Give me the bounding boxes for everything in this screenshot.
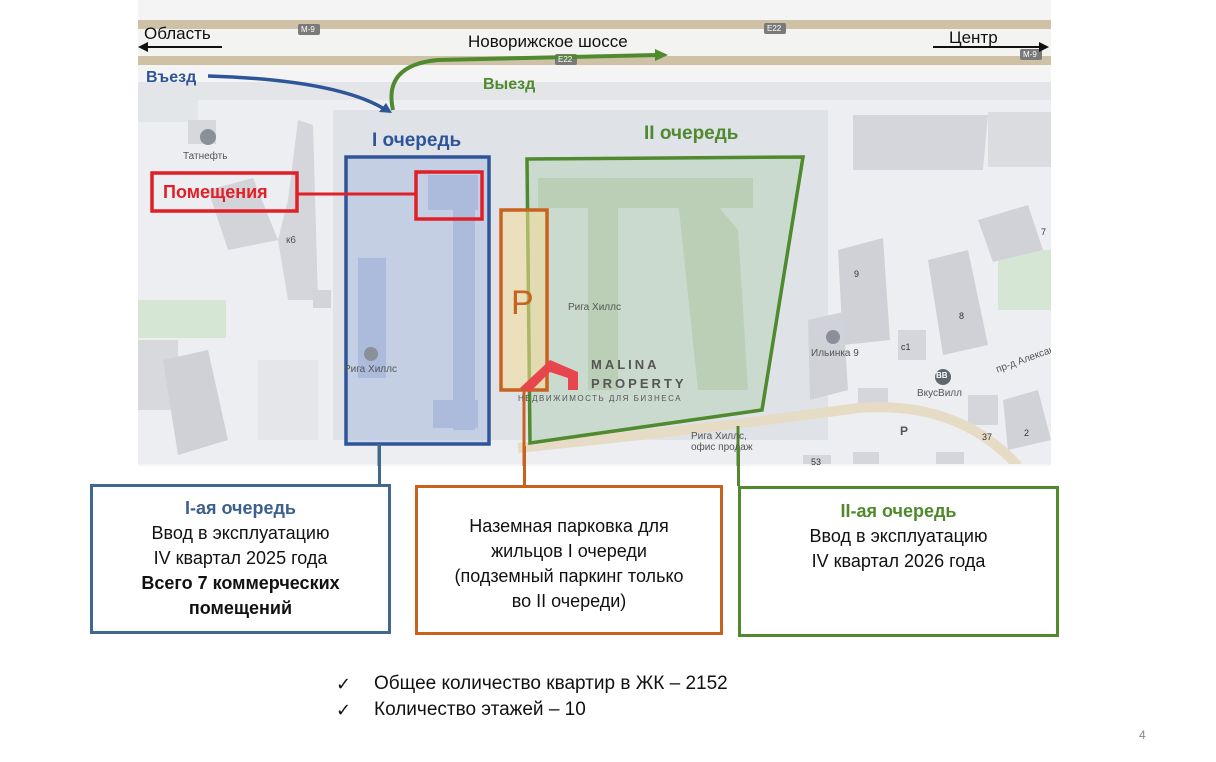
watermark-line2: PROPERTY: [591, 376, 687, 391]
watermark-line3: НЕДВИЖИМОСТЬ ДЛЯ БИЗНЕСА: [518, 394, 683, 403]
check-icon: ✓: [336, 700, 352, 720]
parking-line2: жильцов I очереди: [491, 541, 647, 561]
building-37: 37: [982, 432, 993, 442]
parking-line3: (подземный паркинг только: [454, 566, 684, 586]
connector-parking: [523, 446, 526, 485]
connector-queue1: [378, 446, 381, 484]
building-7: 7: [1041, 227, 1047, 237]
parking-sign-icon: P: [900, 424, 909, 438]
queue2-label: II очередь: [644, 123, 739, 144]
queue1-line1: Ввод в эксплуатацию: [151, 523, 330, 543]
e22-shield-2: E22: [558, 55, 573, 64]
site-map: Область Центр Новорижское шоссе Въезд Вы…: [138, 0, 1051, 466]
building-c1: с1: [901, 342, 911, 352]
list-item: ✓ Общее количество квартир в ЖК – 2152: [336, 671, 728, 697]
parking-info-box: Наземная парковка для жильцов I очереди …: [415, 485, 723, 635]
map-graphics: [138, 0, 1051, 466]
exit-label: Выезд: [483, 76, 536, 93]
tatneft-label: Татнефть: [183, 151, 228, 162]
m9-shield-1: М-9: [301, 25, 315, 34]
road-direction-center: Центр: [949, 28, 998, 47]
premises-label: Помещения: [163, 182, 268, 202]
check-icon: ✓: [336, 674, 352, 694]
complex-label-2: Рига Хиллс: [568, 302, 621, 313]
parking-letter: P: [511, 284, 534, 322]
queue1-info-box: I-ая очередь Ввод в эксплуатацию IV квар…: [90, 484, 391, 634]
queue1-label: I очередь: [372, 130, 462, 151]
queue1-line3: Всего 7 коммерческих: [141, 573, 340, 593]
entry-label: Въезд: [146, 69, 197, 86]
building-8: 8: [959, 311, 965, 321]
queue2-info-box: II-ая очередь Ввод в эксплуатацию IV ква…: [738, 486, 1059, 637]
connector-queue2: [737, 446, 740, 486]
e22-shield-1: E22: [767, 24, 782, 33]
building-k6: к6: [286, 235, 296, 246]
parking-line4: во II очереди): [511, 591, 627, 611]
building-53: 53: [811, 457, 822, 467]
road-direction-region: Область: [144, 24, 211, 43]
queue1-title: I-ая очередь: [184, 498, 296, 518]
complex-label-1: Рига Хиллс: [344, 364, 397, 375]
queue2-line2: IV квартал 2026 года: [811, 551, 986, 571]
list-item: ✓ Количество этажей – 10: [336, 697, 728, 723]
watermark-line1: MALINA: [591, 357, 660, 372]
queue2-title: II-ая очередь: [840, 501, 957, 521]
page-number: 4: [1139, 728, 1146, 742]
facts-list: ✓ Общее количество квартир в ЖК – 2152 ✓…: [336, 671, 728, 723]
ilinka-label: Ильинка 9: [811, 348, 859, 359]
road-name: Новорижское шоссе: [468, 32, 628, 51]
m9-shield-2: М-9: [1023, 50, 1037, 59]
fact-floors: Количество этажей – 10: [374, 699, 586, 720]
parking-line1: Наземная парковка для: [469, 516, 669, 536]
sales-office-label: Рига Хиллс, офис продаж: [691, 431, 753, 453]
queue2-line1: Ввод в эксплуатацию: [809, 526, 988, 546]
queue1-line2: IV квартал 2025 года: [153, 548, 328, 568]
building-9: 9: [854, 269, 860, 279]
fact-apartments: Общее количество квартир в ЖК – 2152: [374, 673, 728, 694]
queue1-line4: помещений: [188, 598, 293, 618]
vkusvill-label: ВкусВилл: [917, 388, 962, 399]
vkusvill-icon: ВВ: [936, 371, 948, 380]
building-2: 2: [1024, 428, 1030, 438]
